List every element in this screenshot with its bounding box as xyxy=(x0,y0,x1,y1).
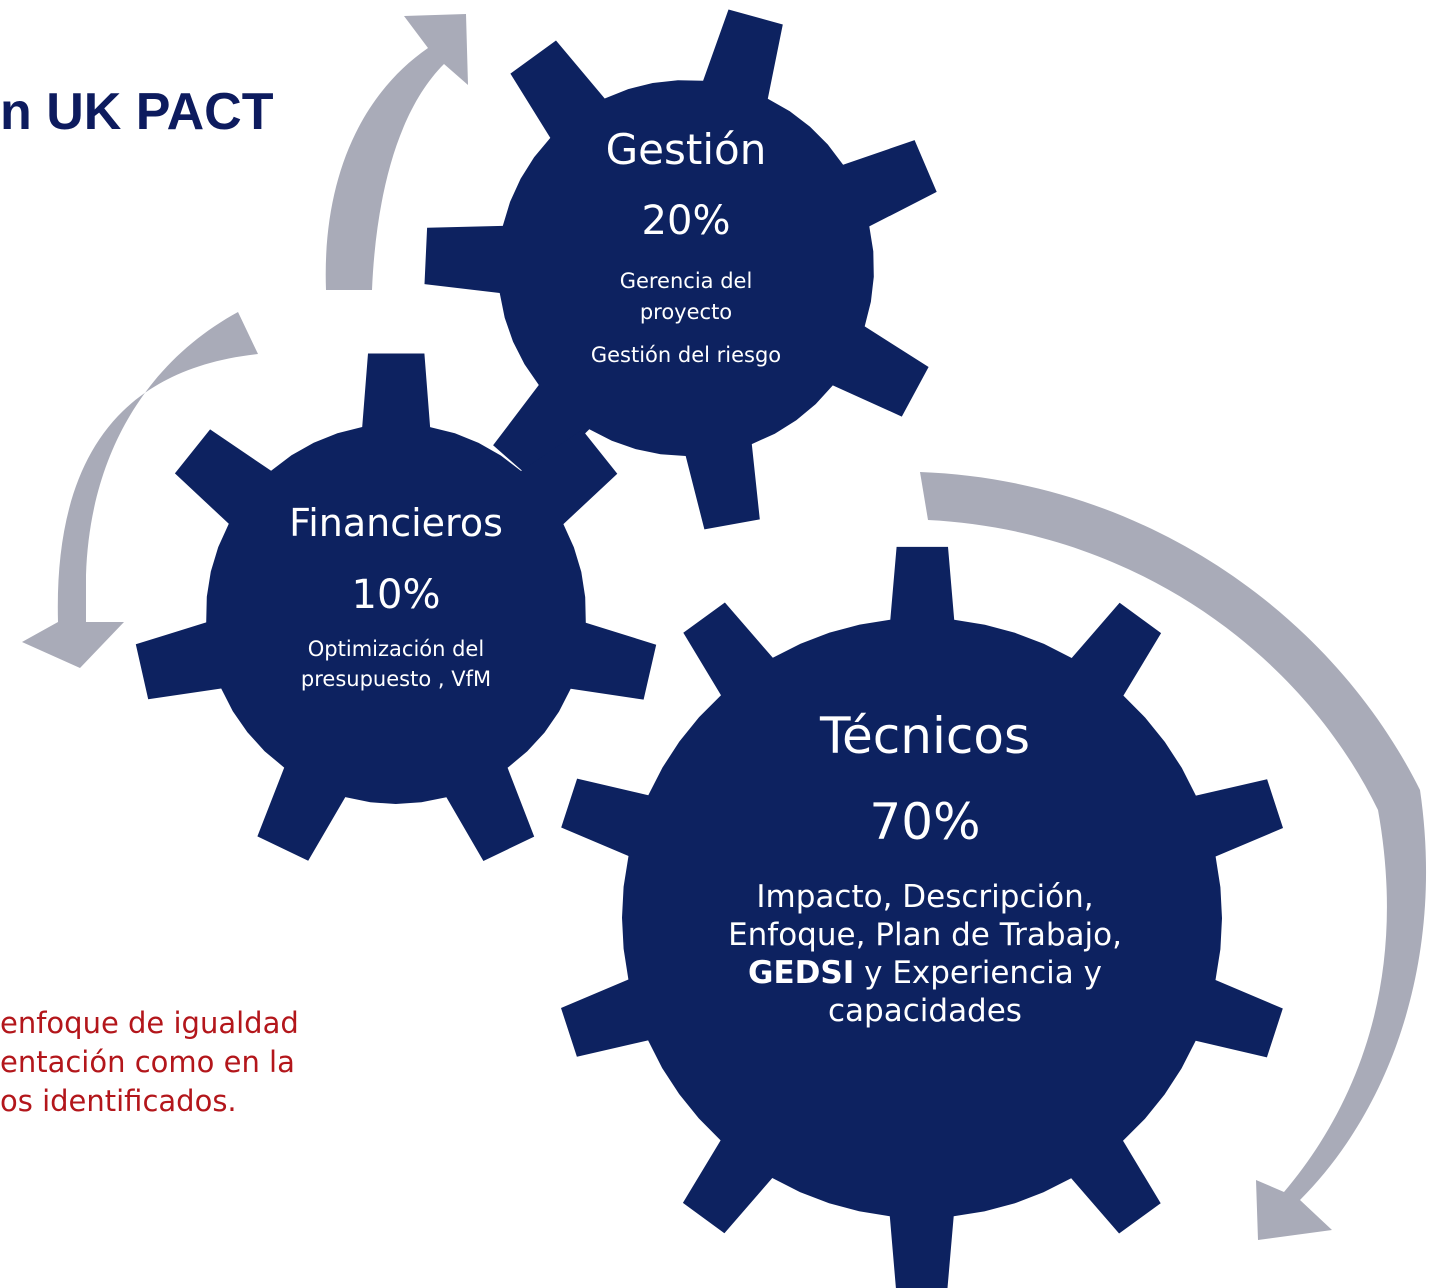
gear-gestion xyxy=(424,9,937,530)
gear-tecnicos-name: Técnicos xyxy=(819,707,1030,765)
note-line: enfoque de igualdad xyxy=(0,1006,299,1040)
gear-gestion-shape xyxy=(424,9,937,530)
gear-financieros-percent: 10% xyxy=(351,572,441,618)
gear-tecnicos-description: Impacto, Descripción, Enfoque, Plan de T… xyxy=(705,878,1145,1030)
gear-gestion-percent: 20% xyxy=(641,198,731,244)
gear-tecnicos xyxy=(561,546,1283,1288)
slide-title: n UK PACT xyxy=(0,83,274,141)
gear-financieros-name: Financieros xyxy=(289,501,503,545)
note-line: os identificados. xyxy=(0,1084,237,1118)
gear-gestion-name: Gestión xyxy=(605,125,767,174)
gear-gestion-desc-1: Gerencia del proyecto xyxy=(619,269,753,324)
gear-tecnicos-percent: 70% xyxy=(869,793,981,851)
arrow-top-curve xyxy=(325,14,468,290)
arrow-left-curve xyxy=(22,312,258,668)
arrow-right-curve xyxy=(920,472,1427,1240)
gear-gestion-description: Gerencia del proyecto Gestión del riesgo xyxy=(536,266,836,371)
gear-financieros-description: Optimización del presupuesto , VfM xyxy=(246,634,546,694)
gear-gestion-label: Gestión 20% Gerencia del proyecto Gestió… xyxy=(536,124,836,371)
gear-gestion-desc-2: Gestión del riesgo xyxy=(590,343,782,367)
gear-tecnicos-desc-bold: GEDSI xyxy=(748,955,855,991)
gear-tecnicos-label: Técnicos 70% Impacto, Descripción, Enfoq… xyxy=(690,702,1160,1030)
gear-financieros-shape xyxy=(135,353,657,861)
gear-tecnicos-shape xyxy=(561,546,1283,1288)
note-line: entación como en la xyxy=(0,1045,295,1079)
gear-financieros xyxy=(135,353,657,861)
gear-financieros-desc-1: Optimización del presupuesto , VfM xyxy=(300,637,492,691)
note-text: enfoque de igualdad entación como en la … xyxy=(0,1004,420,1121)
gear-tecnicos-desc-after: y Experiencia y capacidades xyxy=(828,955,1102,1029)
gear-financieros-label: Financieros 10% Optimización del presupu… xyxy=(246,498,546,694)
gear-tecnicos-desc-before: Impacto, Descripción, Enfoque, Plan de T… xyxy=(728,879,1122,953)
